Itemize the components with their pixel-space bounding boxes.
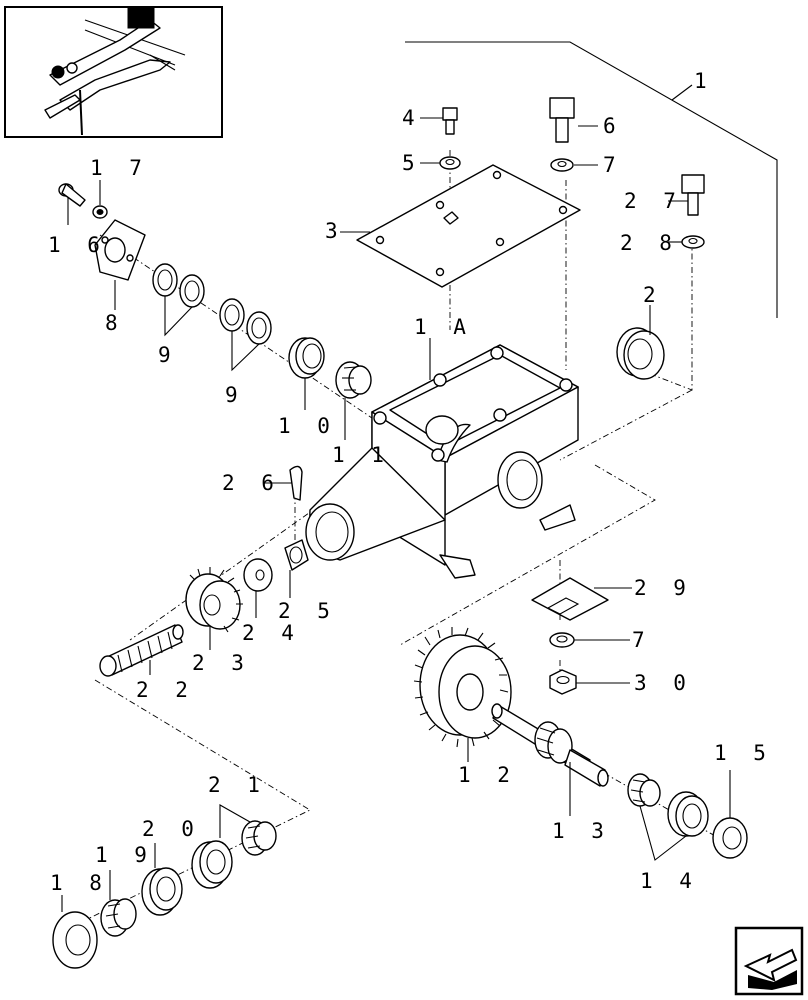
- seal-18: [52, 911, 98, 969]
- washer-7-bottom: [549, 632, 575, 648]
- bearing-cone-11: [335, 361, 372, 399]
- callout-29: 2 9: [634, 576, 693, 600]
- callout-12: 1 2: [458, 763, 517, 787]
- next-page-arrow-icon[interactable]: [734, 926, 804, 996]
- gearbox-housing: [305, 344, 579, 579]
- callout-7-bottom: 7: [632, 628, 652, 652]
- callout-7-top: 7: [603, 153, 623, 177]
- bearing-cup-20: [191, 840, 233, 889]
- callout-26: 2 6: [222, 471, 281, 495]
- bearing-cone-19: [100, 898, 137, 937]
- bolt-16: [58, 183, 86, 207]
- assembly-bracket-1: [405, 41, 778, 318]
- callout-9a: 9: [158, 343, 178, 367]
- callout-19: 1 9: [95, 843, 154, 867]
- callout-22: 2 2: [136, 678, 195, 702]
- tractor-linkage-thumbnail-icon[interactable]: [4, 6, 223, 138]
- shim-rings-9b: [219, 298, 272, 345]
- washer-17: [92, 205, 108, 219]
- nut-30: [549, 669, 577, 695]
- bearing-cone-14: [627, 773, 661, 807]
- bevel-pinion-23: [185, 567, 243, 633]
- hex-bolt-6: [549, 97, 575, 143]
- bearing-cup-10: [288, 337, 325, 379]
- callout-8: 8: [105, 311, 125, 335]
- callout-2: 2: [643, 283, 663, 307]
- cotter-pin-26: [289, 465, 303, 501]
- callout-21: 2 1: [208, 773, 267, 797]
- callout-24: 2 4: [242, 621, 301, 645]
- callout-13: 1 3: [552, 819, 611, 843]
- cover-plate: [356, 164, 581, 288]
- callout-6: 6: [603, 114, 623, 138]
- bearing-cone-21: [241, 820, 277, 856]
- callout-3: 3: [325, 219, 345, 243]
- callout-28: 2 8: [620, 231, 679, 255]
- callout-9b: 9: [225, 383, 245, 407]
- callout-15: 1 5: [714, 741, 773, 765]
- flange-cover-8: [94, 219, 146, 281]
- cap-screw-small: [442, 107, 458, 135]
- callout-30: 3 0: [634, 671, 693, 695]
- callout-27: 2 7: [624, 189, 683, 213]
- callout-14: 1 4: [640, 869, 699, 893]
- callout-23: 2 3: [192, 651, 251, 675]
- bearing-cup-14: [667, 791, 709, 837]
- hex-bolt-27: [681, 174, 705, 216]
- callout-5: 5: [402, 151, 422, 175]
- callout-20: 2 0: [142, 817, 201, 841]
- callout-4: 4: [402, 106, 422, 130]
- callout-16: 1 6: [48, 233, 107, 257]
- leader-lines: [61, 84, 731, 912]
- callout-25: 2 5: [278, 599, 337, 623]
- shim-rings-9a: [152, 263, 205, 308]
- callout-1: 1: [694, 69, 714, 93]
- callout-11: 1 1: [332, 443, 391, 467]
- washer-7-top: [550, 158, 574, 172]
- seal-15: [712, 817, 748, 859]
- ring-gear-12: [413, 627, 512, 748]
- washer-24: [243, 558, 273, 592]
- bearing-cup-19: [141, 867, 183, 916]
- callout-1a: 1 A: [414, 315, 473, 339]
- callout-18: 1 8: [50, 871, 109, 895]
- output-shaft-13: [491, 703, 609, 787]
- callout-10: 1 0: [278, 414, 337, 438]
- washer-5: [439, 156, 461, 170]
- callout-17: 1 7: [90, 156, 149, 180]
- castle-nut-25: [284, 539, 309, 571]
- callout-labels: 1 1 A 2 3 4 5 6 7 7 8 9 9 1 0 1 1 1 2 1 …: [48, 69, 773, 895]
- shim-plate-29: [531, 577, 609, 621]
- bearing-cup-2: [616, 327, 665, 380]
- washer-28: [681, 235, 705, 249]
- input-shaft-22: [99, 624, 184, 677]
